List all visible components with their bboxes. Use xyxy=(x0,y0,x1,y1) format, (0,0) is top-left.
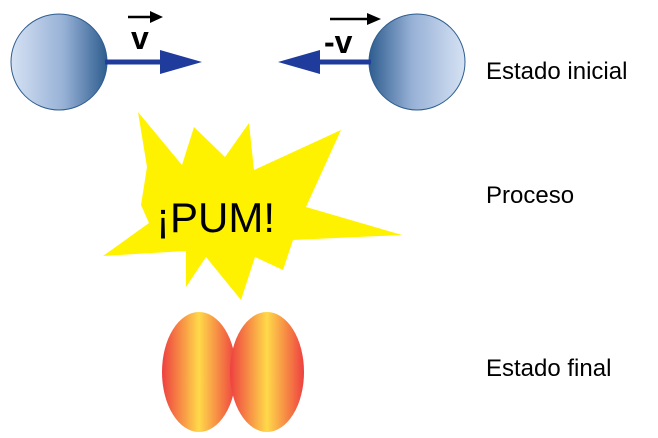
initial-state-label: Estado inicial xyxy=(486,58,627,85)
process-label: Proceso xyxy=(486,182,574,209)
explosion-text: ¡PUM! xyxy=(156,194,275,241)
right-sphere-group: -v xyxy=(278,13,466,111)
right-velocity-arrow-head xyxy=(278,50,320,74)
explosion-star xyxy=(103,112,402,300)
final-blob-left xyxy=(162,312,236,432)
final-blob-right xyxy=(230,312,304,432)
final-blob-group xyxy=(162,312,304,432)
right-vector-bar-head xyxy=(367,13,381,25)
left-velocity-label: v xyxy=(131,20,149,56)
right-sphere xyxy=(368,13,466,111)
left-sphere xyxy=(10,13,108,111)
explosion-group: ¡PUM! xyxy=(103,112,402,300)
left-velocity-arrow-head xyxy=(160,50,202,74)
final-state-label: Estado final xyxy=(486,355,611,382)
left-vector-bar-head xyxy=(150,11,163,23)
left-sphere-group: v xyxy=(10,11,202,111)
right-velocity-label: -v xyxy=(324,24,353,60)
